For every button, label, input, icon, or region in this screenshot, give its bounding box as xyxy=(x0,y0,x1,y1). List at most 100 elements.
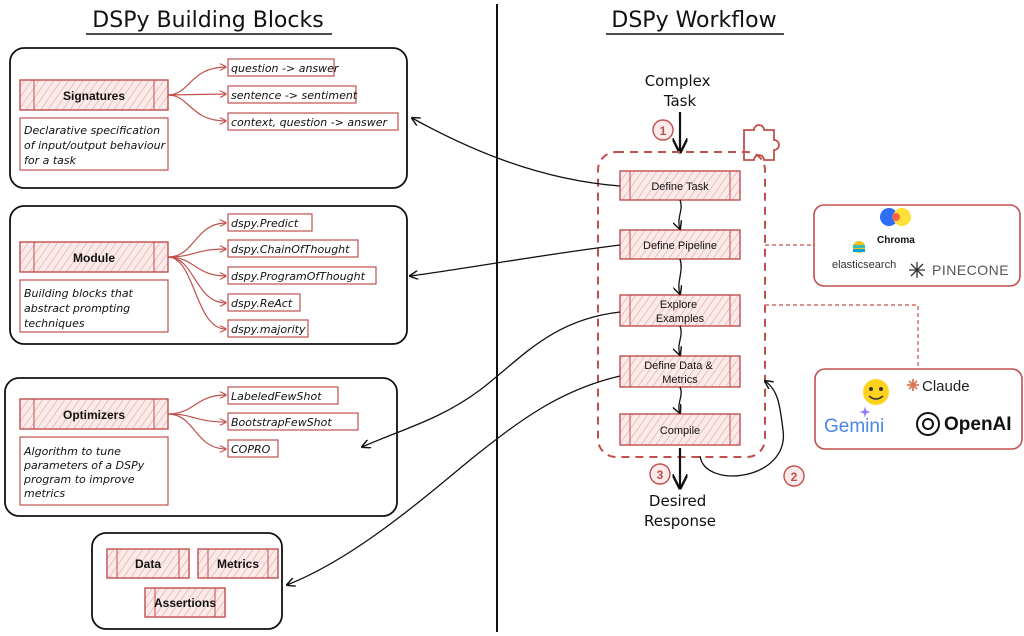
module-desc-line-1: Building blocks that xyxy=(24,287,134,300)
link-define-task-to-signatures xyxy=(412,118,621,187)
optimizer-example-1[interactable] xyxy=(227,386,339,405)
data-label: Data xyxy=(135,557,161,571)
signature-example-3[interactable] xyxy=(227,112,399,131)
module-desc-line-3: techniques xyxy=(24,317,85,330)
openai-label: OpenAI xyxy=(944,414,1012,435)
module-description-box xyxy=(19,279,169,333)
svg-text:Complex Task: Complex Task xyxy=(645,72,716,110)
huggingface-logo-icon xyxy=(863,379,889,405)
marker-2-text: 2 xyxy=(791,470,798,484)
signatures-desc-line-1: Declarative specification xyxy=(24,124,160,137)
signatures-node[interactable] xyxy=(19,79,169,111)
step-define-pipeline[interactable] xyxy=(619,229,741,260)
input-label-line-1: Complex xyxy=(645,72,711,90)
connector-3-4 xyxy=(679,325,681,355)
module-example-4-text: dspy.ReAct xyxy=(231,297,293,310)
assertions-node[interactable] xyxy=(144,587,226,618)
connector-2-3 xyxy=(679,258,681,294)
link-pipeline-to-module xyxy=(410,244,621,276)
module-desc-line-2: abstract prompting xyxy=(24,302,130,315)
optimizers-block: Optimizers Algorithm to tune parameters … xyxy=(4,377,398,517)
right-title: DSPy Workflow xyxy=(611,8,776,33)
module-example-2[interactable] xyxy=(227,239,359,258)
optimizers-node[interactable] xyxy=(19,398,169,430)
optimizers-desc-line-2: parameters of a DSPy xyxy=(23,459,145,472)
connector-4-5 xyxy=(679,386,682,413)
module-label: Module xyxy=(73,251,115,265)
signature-example-2-text: sentence -> sentiment xyxy=(231,89,358,102)
marker-1 xyxy=(652,119,674,141)
step-explore-examples-line-1: Explore xyxy=(660,299,697,311)
module-block: Module Building blocks that abstract pro… xyxy=(9,205,408,345)
step-define-task[interactable] xyxy=(619,170,741,201)
puzzle-icon xyxy=(743,124,780,161)
connector-1-2 xyxy=(679,199,681,229)
output-label-line-2: Response xyxy=(644,512,716,530)
signatures-description-box xyxy=(19,117,169,171)
module-example-1-text: dspy.Predict xyxy=(231,217,299,230)
left-title: DSPy Building Blocks xyxy=(92,8,323,33)
signature-example-1[interactable] xyxy=(227,58,335,77)
signatures-desc-line-2: of input/output behaviour xyxy=(24,139,167,152)
claude-logo-icon xyxy=(907,379,919,391)
elasticsearch-logo-icon xyxy=(853,241,865,253)
module-example-3[interactable] xyxy=(227,266,377,285)
signatures-container xyxy=(9,47,408,189)
marker-3-text: 3 xyxy=(657,468,664,482)
marker-2 xyxy=(783,465,805,487)
module-example-5-text: dspy.majority xyxy=(231,323,306,336)
svg-text:Desired Response: Desired Response xyxy=(644,492,716,530)
signature-example-2[interactable] xyxy=(227,85,357,104)
step-define-task-label: Define Task xyxy=(651,181,709,193)
optimizers-label: Optimizers xyxy=(63,408,125,422)
metrics-node[interactable] xyxy=(197,548,279,579)
module-example-2-text: dspy.ChainOfThought xyxy=(231,243,350,256)
gemini-label: Gemini xyxy=(824,416,884,437)
optimizer-example-3[interactable] xyxy=(227,439,279,458)
llm-provider-panel xyxy=(814,368,1023,450)
svg-text:Declarative specification: Declarative specification of input/outpu… xyxy=(24,124,169,167)
step-define-pipeline-label: Define Pipeline xyxy=(643,240,717,252)
module-node[interactable] xyxy=(19,241,169,273)
optimizers-desc-line-1: Algorithm to tune xyxy=(23,445,121,458)
signatures-label: Signatures xyxy=(63,89,125,103)
optimizer-example-2[interactable] xyxy=(227,412,359,431)
claude-label: Claude xyxy=(922,378,970,395)
module-example-5[interactable] xyxy=(227,319,309,338)
chroma-label: Chroma xyxy=(877,235,915,246)
signatures-block: Signatures Declarative specification of … xyxy=(9,47,408,189)
signature-example-3-text: context, question -> answer xyxy=(231,116,389,129)
optimizer-example-1-text: LabeledFewShot xyxy=(231,390,322,403)
pinecone-label: PINECONE xyxy=(932,262,1009,278)
module-container xyxy=(9,205,408,345)
signature-example-1-text: question -> answer xyxy=(231,62,340,75)
step-define-data-line-1: Define Data & xyxy=(644,360,713,372)
optimizer-example-3-text: COPRO xyxy=(231,443,271,456)
step-compile[interactable] xyxy=(619,413,741,446)
loop-back-arrow xyxy=(699,381,784,477)
svg-text:Algorithm to tune parame: Algorithm to tune parameters of a DSPy p… xyxy=(23,445,148,500)
link-explore-to-optimizers xyxy=(362,311,621,447)
gemini-logo-icon xyxy=(859,406,871,418)
step-compile-label: Compile xyxy=(660,425,700,437)
optimizer-example-2-text: BootstrapFewShot xyxy=(231,416,332,429)
output-label-line-1: Desired xyxy=(649,492,706,510)
optimizers-desc-line-4: metrics xyxy=(24,487,65,500)
module-example-4[interactable] xyxy=(227,293,301,312)
step-explore-examples-line-2: Examples xyxy=(656,313,705,325)
llm-provider-link xyxy=(765,304,919,369)
elasticsearch-label: elasticsearch xyxy=(832,259,896,271)
input-label-line-2: Task xyxy=(663,92,697,110)
signatures-desc-line-3: for a task xyxy=(24,154,77,167)
module-example-1[interactable] xyxy=(227,213,313,232)
pinecone-logo-icon xyxy=(909,262,925,278)
data-node[interactable] xyxy=(106,548,190,579)
metrics-label: Metrics xyxy=(217,557,259,571)
data-group-block: Data Metrics Assertions xyxy=(91,532,283,630)
workflow-steps: Define Task Define Pipeline Explore Exam… xyxy=(619,170,741,446)
svg-text:Explore Examples: Explore Examples xyxy=(656,299,705,325)
svg-text:Building blocks that abs: Building blocks that abstract prompting … xyxy=(24,287,136,330)
pipeline-container xyxy=(597,151,766,458)
